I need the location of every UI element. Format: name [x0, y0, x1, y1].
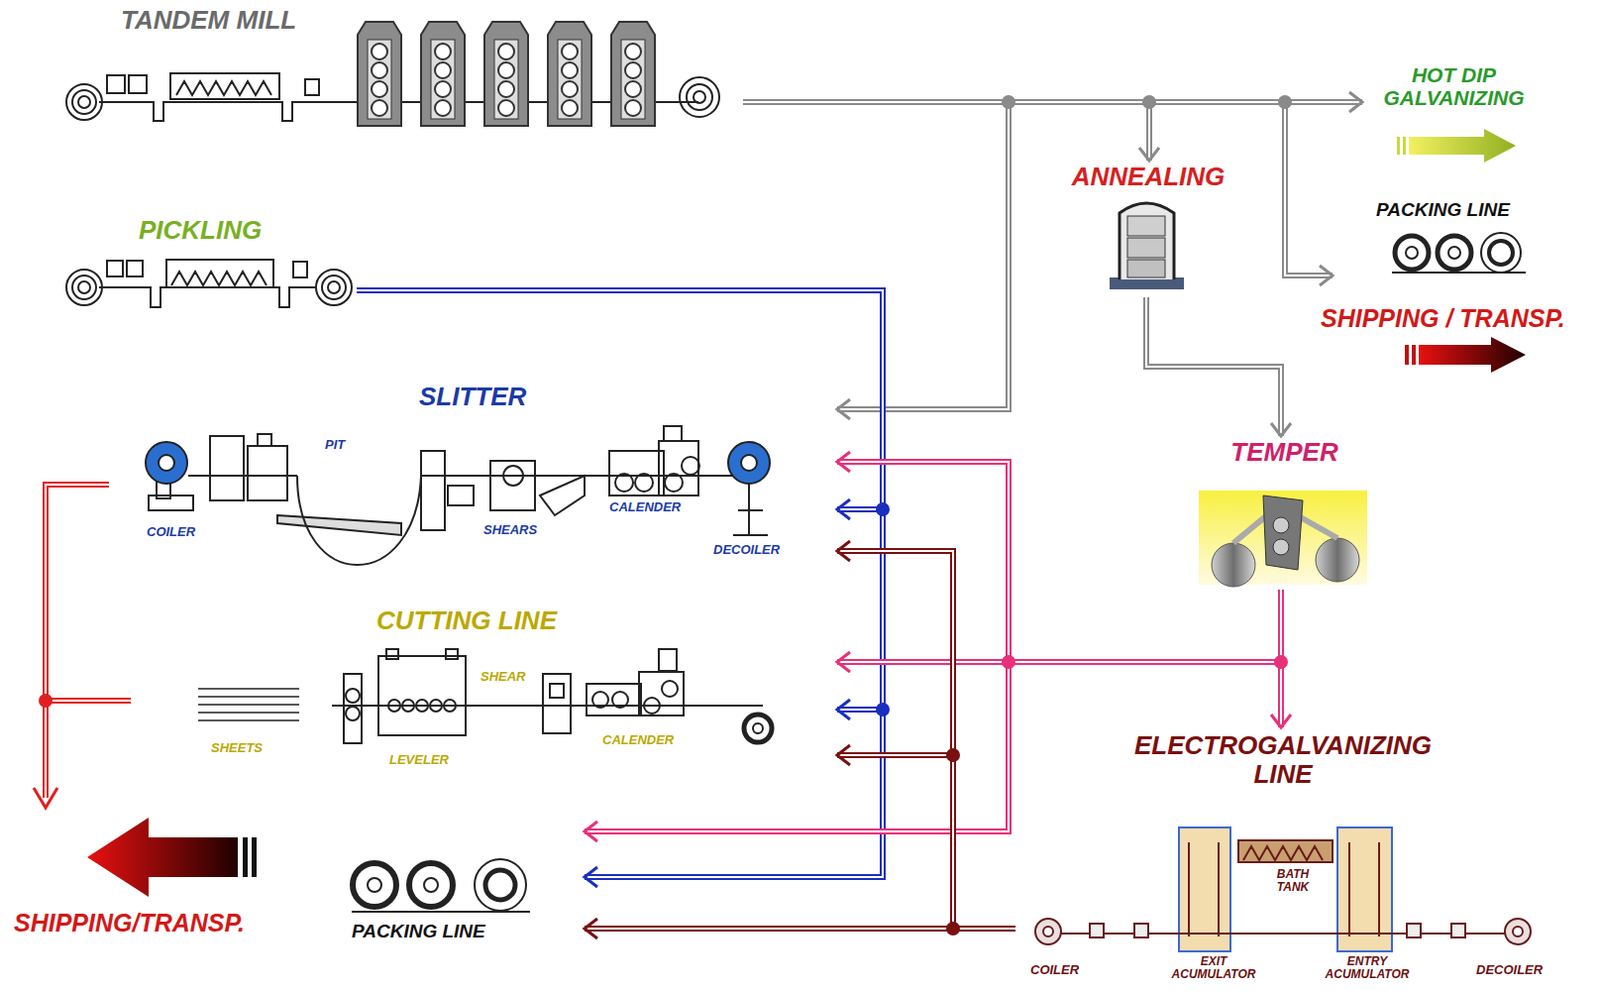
pickling-drawing — [66, 259, 352, 308]
junction-dot — [1274, 654, 1288, 669]
mill-stand — [357, 21, 402, 126]
part-label: BATH TANK — [1263, 867, 1323, 894]
junction-dot — [1001, 654, 1016, 669]
part-label: SHEETS — [211, 741, 263, 755]
junction-dot — [946, 921, 960, 936]
part-label: CALENDER — [609, 500, 681, 515]
node-title: SLITTER — [419, 382, 527, 412]
flow-connector — [743, 102, 1009, 420]
flow-connector — [1271, 589, 1291, 728]
mill-stands — [357, 21, 655, 126]
tandem-mill: TANDEM MILL — [59, 3, 744, 131]
part-label: LEVELER — [389, 752, 449, 767]
part-label: DECOILER — [713, 542, 780, 557]
part-label: COILER — [1030, 962, 1079, 977]
electrogalvanizing-line: ELECTROGALVANIZING LINE — [1015, 727, 1551, 987]
node-title: TANDEM MILL — [120, 5, 297, 35]
node-title: PICKLING — [138, 215, 262, 245]
mill-stand — [547, 21, 592, 126]
pickling-line: PICKLING — [59, 213, 357, 314]
junction-dot — [946, 747, 960, 762]
packing-coils-top — [1391, 232, 1526, 273]
shipping-arrow — [87, 817, 257, 897]
node-title: CUTTING LINE — [376, 606, 557, 636]
shipping-arrow — [1404, 336, 1526, 373]
flow-connector — [584, 918, 1016, 939]
junction-dot — [875, 702, 890, 717]
mill-stand — [484, 21, 529, 126]
shipping-label: SHIPPING / TRANSP. — [1320, 305, 1566, 333]
flow-connector — [837, 745, 1016, 929]
part-label: ENTRY ACUMULATOR — [1317, 955, 1417, 981]
part-label: DECOILER — [1476, 962, 1543, 977]
part-label: PIT — [324, 437, 345, 452]
cutting-line-drawing — [198, 648, 772, 744]
flow-connector — [356, 290, 883, 520]
part-label: SHEAR — [480, 669, 527, 684]
flow-connector — [743, 102, 1333, 286]
packing-coils-bottom — [351, 858, 531, 912]
packing-line: PACKING LINE — [346, 818, 585, 952]
part-label: SHEARS — [483, 523, 537, 537]
mill-stand — [421, 21, 465, 126]
annealing-furnace — [1109, 203, 1184, 290]
part-label: CALENDER — [602, 733, 674, 747]
flow-connector — [356, 290, 883, 720]
flow-connector — [837, 451, 1281, 662]
junction-dot — [1001, 95, 1016, 109]
flow-connector — [743, 102, 1160, 161]
slitter-line: SLITTER — [126, 380, 838, 567]
slitter-drawing — [145, 426, 770, 565]
cutting-line: CUTTING LINE — [188, 604, 838, 771]
node-title: TEMPER — [1188, 437, 1381, 467]
node-title: PACKING LINE — [351, 921, 486, 943]
flow-connector — [356, 290, 883, 887]
packing-line: PACKING LINE — [1332, 198, 1554, 286]
annealing-furnace: ANNEALING — [1055, 160, 1242, 298]
node-title: HOT DIP GALVANIZING — [1370, 63, 1539, 109]
shipping-label: SHIPPING/TRANSP. — [13, 909, 245, 938]
hot-dip-arrow — [1396, 128, 1516, 163]
flow-connector — [837, 540, 1016, 929]
node-title: ELECTROGALVANIZING LINE — [1104, 731, 1462, 788]
shipping-line — [33, 484, 131, 808]
mill-stand — [611, 21, 655, 126]
temper-mill: TEMPER — [1188, 435, 1381, 590]
flow-connector — [1146, 297, 1291, 436]
junction-dot — [1142, 95, 1157, 109]
node-title: ANNEALING — [1055, 162, 1242, 192]
junction-dot — [875, 502, 890, 517]
temper-mill — [1198, 490, 1368, 587]
junction-dot — [1278, 95, 1292, 109]
part-label: EXIT ACUMULATOR — [1169, 955, 1259, 981]
hot-dip-galvanizing: HOT DIP GALVANIZING — [1362, 59, 1546, 167]
node-title: PACKING LINE — [1332, 200, 1554, 221]
electrogalvanizing-drawing — [1035, 827, 1531, 952]
part-label: COILER — [146, 525, 196, 539]
flow-connector — [584, 589, 1281, 842]
